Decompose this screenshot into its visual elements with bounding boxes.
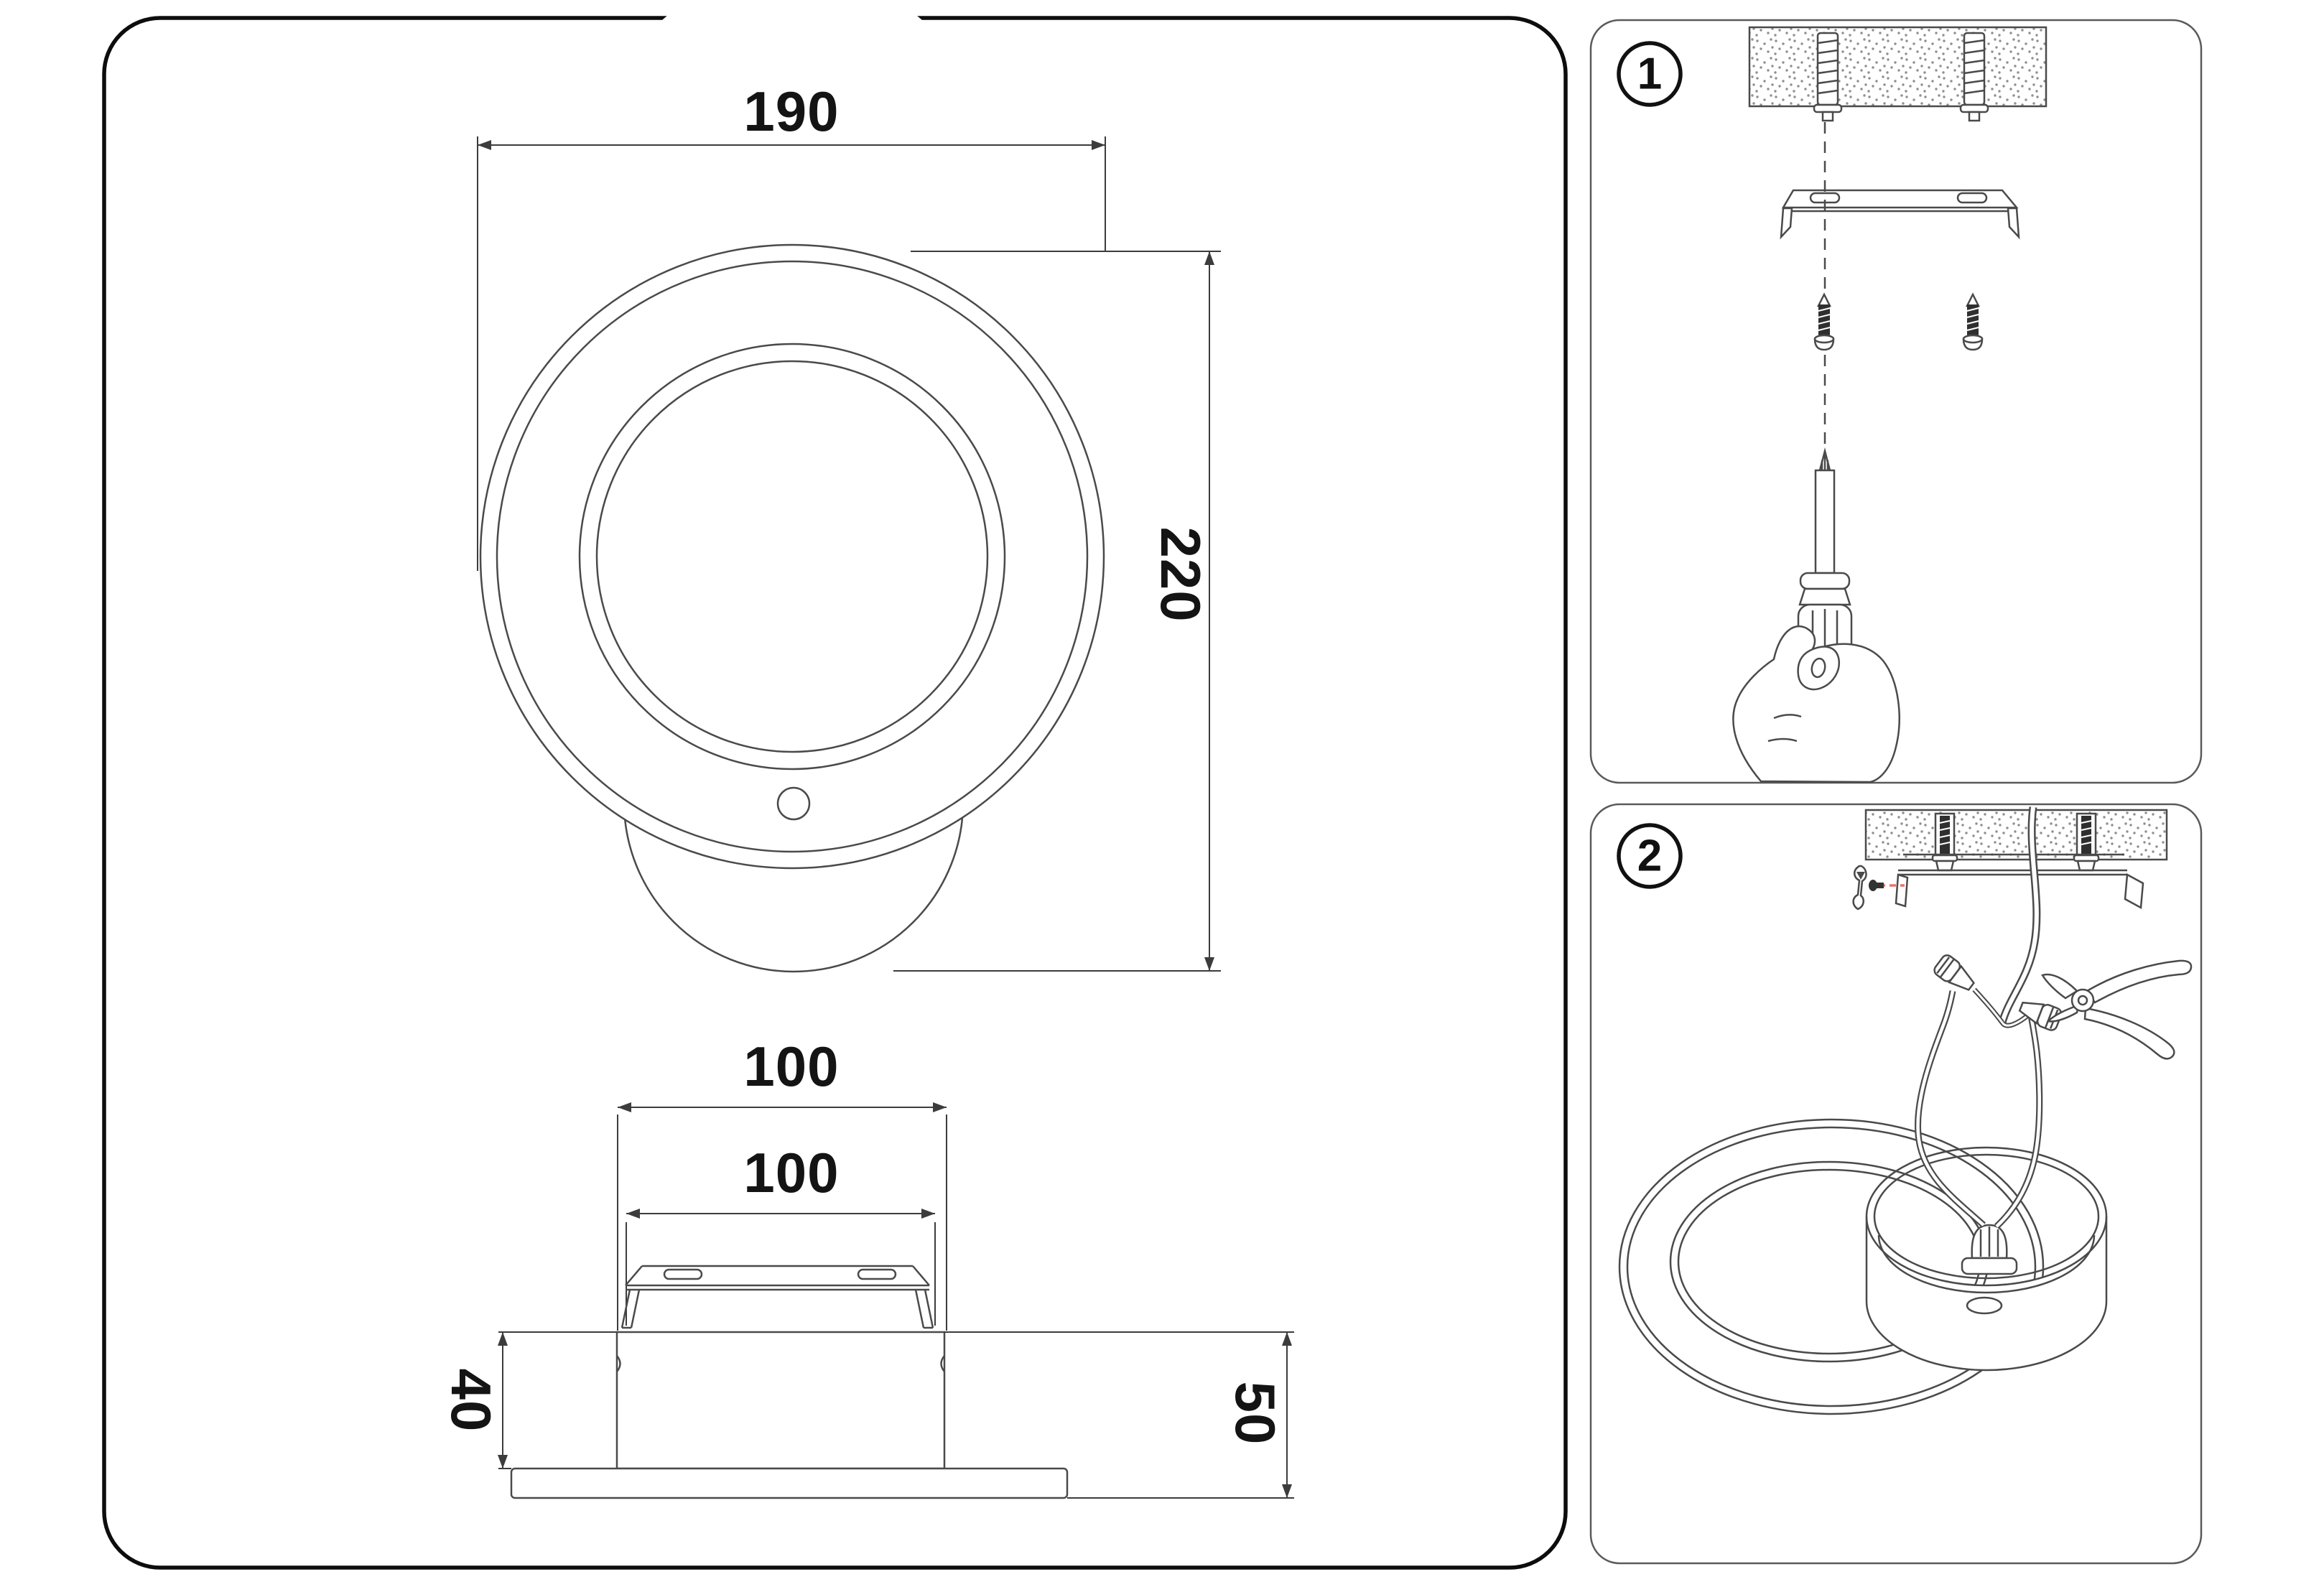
- ring-outer-inner-circle: [496, 260, 1089, 853]
- canopy-width-label: 100: [743, 1035, 839, 1098]
- bracket-width-label: 100: [743, 1141, 839, 1204]
- wall-block: [1748, 26, 2048, 108]
- wire-connector-icon: [1933, 954, 2063, 1031]
- ring-face: [480, 0, 1104, 868]
- canopy-height-label: 40: [440, 1369, 503, 1433]
- wall-anchor-icon: [1813, 32, 1989, 122]
- step-1-panel: 1: [1589, 19, 2203, 784]
- dim-canopy-height-40: 40: [440, 1331, 617, 1469]
- side-view: 100 100: [440, 1035, 1294, 1499]
- hand-icon: [1732, 625, 1900, 783]
- spec-panel: 190 220 100: [102, 0, 1568, 1570]
- front-width-label: 190: [743, 80, 839, 143]
- screw-icon: [1813, 292, 1984, 351]
- pliers-icon: [2041, 959, 2193, 1060]
- mounting-bracket-icon: [620, 1265, 934, 1329]
- step-2-panel: 2: [1589, 803, 2203, 1565]
- sensor-dot: [776, 786, 811, 821]
- clip-icon: [1852, 865, 1867, 911]
- dim-canopy-100: 100: [617, 1035, 947, 1331]
- total-depth-label: 50: [1224, 1382, 1287, 1446]
- front-view: 190 220: [477, 0, 1221, 973]
- dim-width-190: 190: [477, 80, 1106, 571]
- mounting-bracket-icon: [1895, 853, 2144, 910]
- step-1-badge: 1: [1617, 41, 1683, 107]
- dim-height-220: 220: [893, 251, 1221, 972]
- step-2-border: [1589, 803, 2203, 1565]
- lamp-wires: [1915, 990, 2043, 1229]
- step-1-number: 1: [1637, 50, 1662, 99]
- ring-opening-inner-circle: [595, 360, 989, 753]
- dim-total-depth-50: 50: [944, 1331, 1294, 1499]
- ring-profile: [510, 1467, 1069, 1499]
- step-1-border: [1589, 19, 2203, 784]
- front-height-label: 220: [1149, 526, 1212, 622]
- set-screw-icon: [1869, 880, 1905, 891]
- cable-gland-icon: [1961, 1224, 2018, 1275]
- canopy-profile: [615, 1331, 946, 1470]
- wall-block: [1864, 809, 2168, 861]
- ring-outer-circle: [479, 243, 1105, 870]
- step-number-circle: [1617, 823, 1683, 889]
- mounting-bracket-icon: [1780, 189, 2020, 240]
- step-2-number: 2: [1637, 832, 1662, 881]
- canopy-icon: [1865, 1146, 2108, 1372]
- step-2-badge: 2: [1617, 823, 1683, 889]
- step-number-circle: [1617, 41, 1683, 107]
- ring-opening-outer-circle: [578, 343, 1006, 771]
